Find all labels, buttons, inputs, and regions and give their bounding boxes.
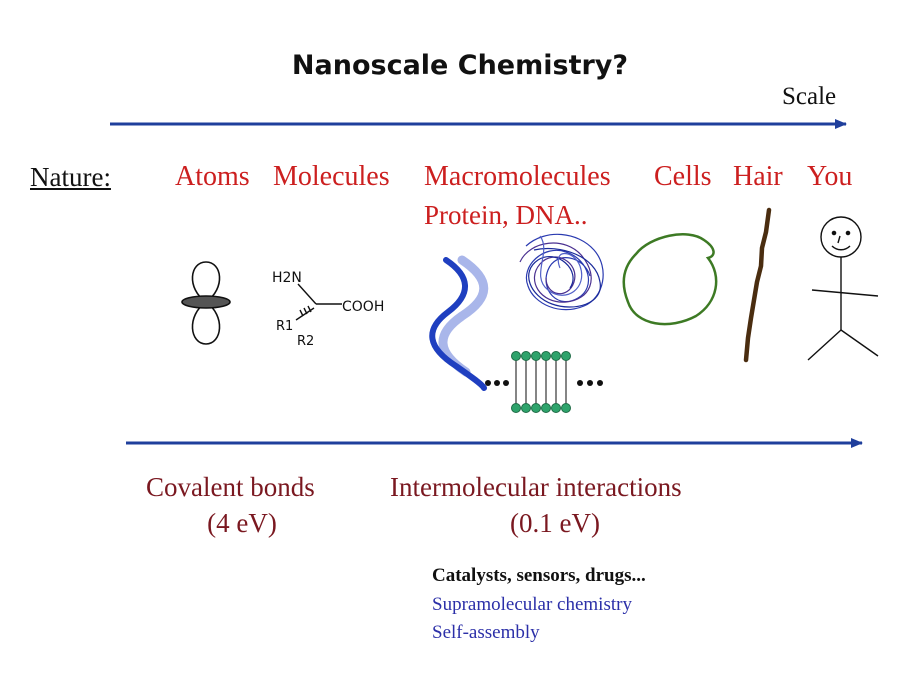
intermolecular-label: Intermolecular interactions bbox=[390, 472, 682, 502]
atom-orbital-icon bbox=[181, 261, 231, 345]
stick-figure-icon bbox=[807, 216, 879, 361]
slide-title: Nanoscale Chemistry? bbox=[291, 50, 629, 81]
r1-label: R1 bbox=[276, 319, 293, 334]
label-you: You bbox=[807, 161, 853, 192]
protein-coil-icon bbox=[519, 233, 604, 311]
dna-helix-icon bbox=[429, 255, 489, 391]
label-atoms: Atoms bbox=[175, 161, 250, 192]
amine-label: H2N bbox=[272, 270, 302, 286]
hair-strand-icon bbox=[743, 207, 772, 363]
label-molecules: Molecules bbox=[273, 161, 390, 192]
covalent-bonds-energy: (4 eV) bbox=[207, 508, 277, 538]
label-cells: Cells bbox=[654, 161, 712, 192]
covalent-bonds-label: Covalent bonds bbox=[146, 472, 315, 502]
applications-line-1: Catalysts, sensors, drugs... bbox=[432, 565, 646, 586]
lipid-membrane-icon bbox=[485, 351, 603, 413]
applications-line-2: Supramolecular chemistry bbox=[432, 593, 632, 615]
scale-axis-label: Scale bbox=[782, 83, 837, 110]
r2-label: R2 bbox=[297, 334, 314, 349]
amine-text: H2N bbox=[272, 270, 302, 286]
cell-outline-icon bbox=[622, 233, 718, 326]
macromolecule-examples: Protein, DNA.. bbox=[424, 200, 588, 230]
nature-label: Nature: bbox=[30, 162, 111, 192]
acid-label: COOH bbox=[342, 299, 384, 315]
applications-list: Catalysts, sensors, drugs... Supramolecu… bbox=[432, 562, 646, 648]
label-hair: Hair bbox=[733, 161, 783, 192]
intermolecular-energy: (0.1 eV) bbox=[510, 508, 600, 538]
applications-line-3: Self-assembly bbox=[432, 622, 540, 643]
amino-acid-molecule bbox=[295, 283, 342, 321]
label-macromolecules: Macromolecules bbox=[424, 161, 611, 192]
